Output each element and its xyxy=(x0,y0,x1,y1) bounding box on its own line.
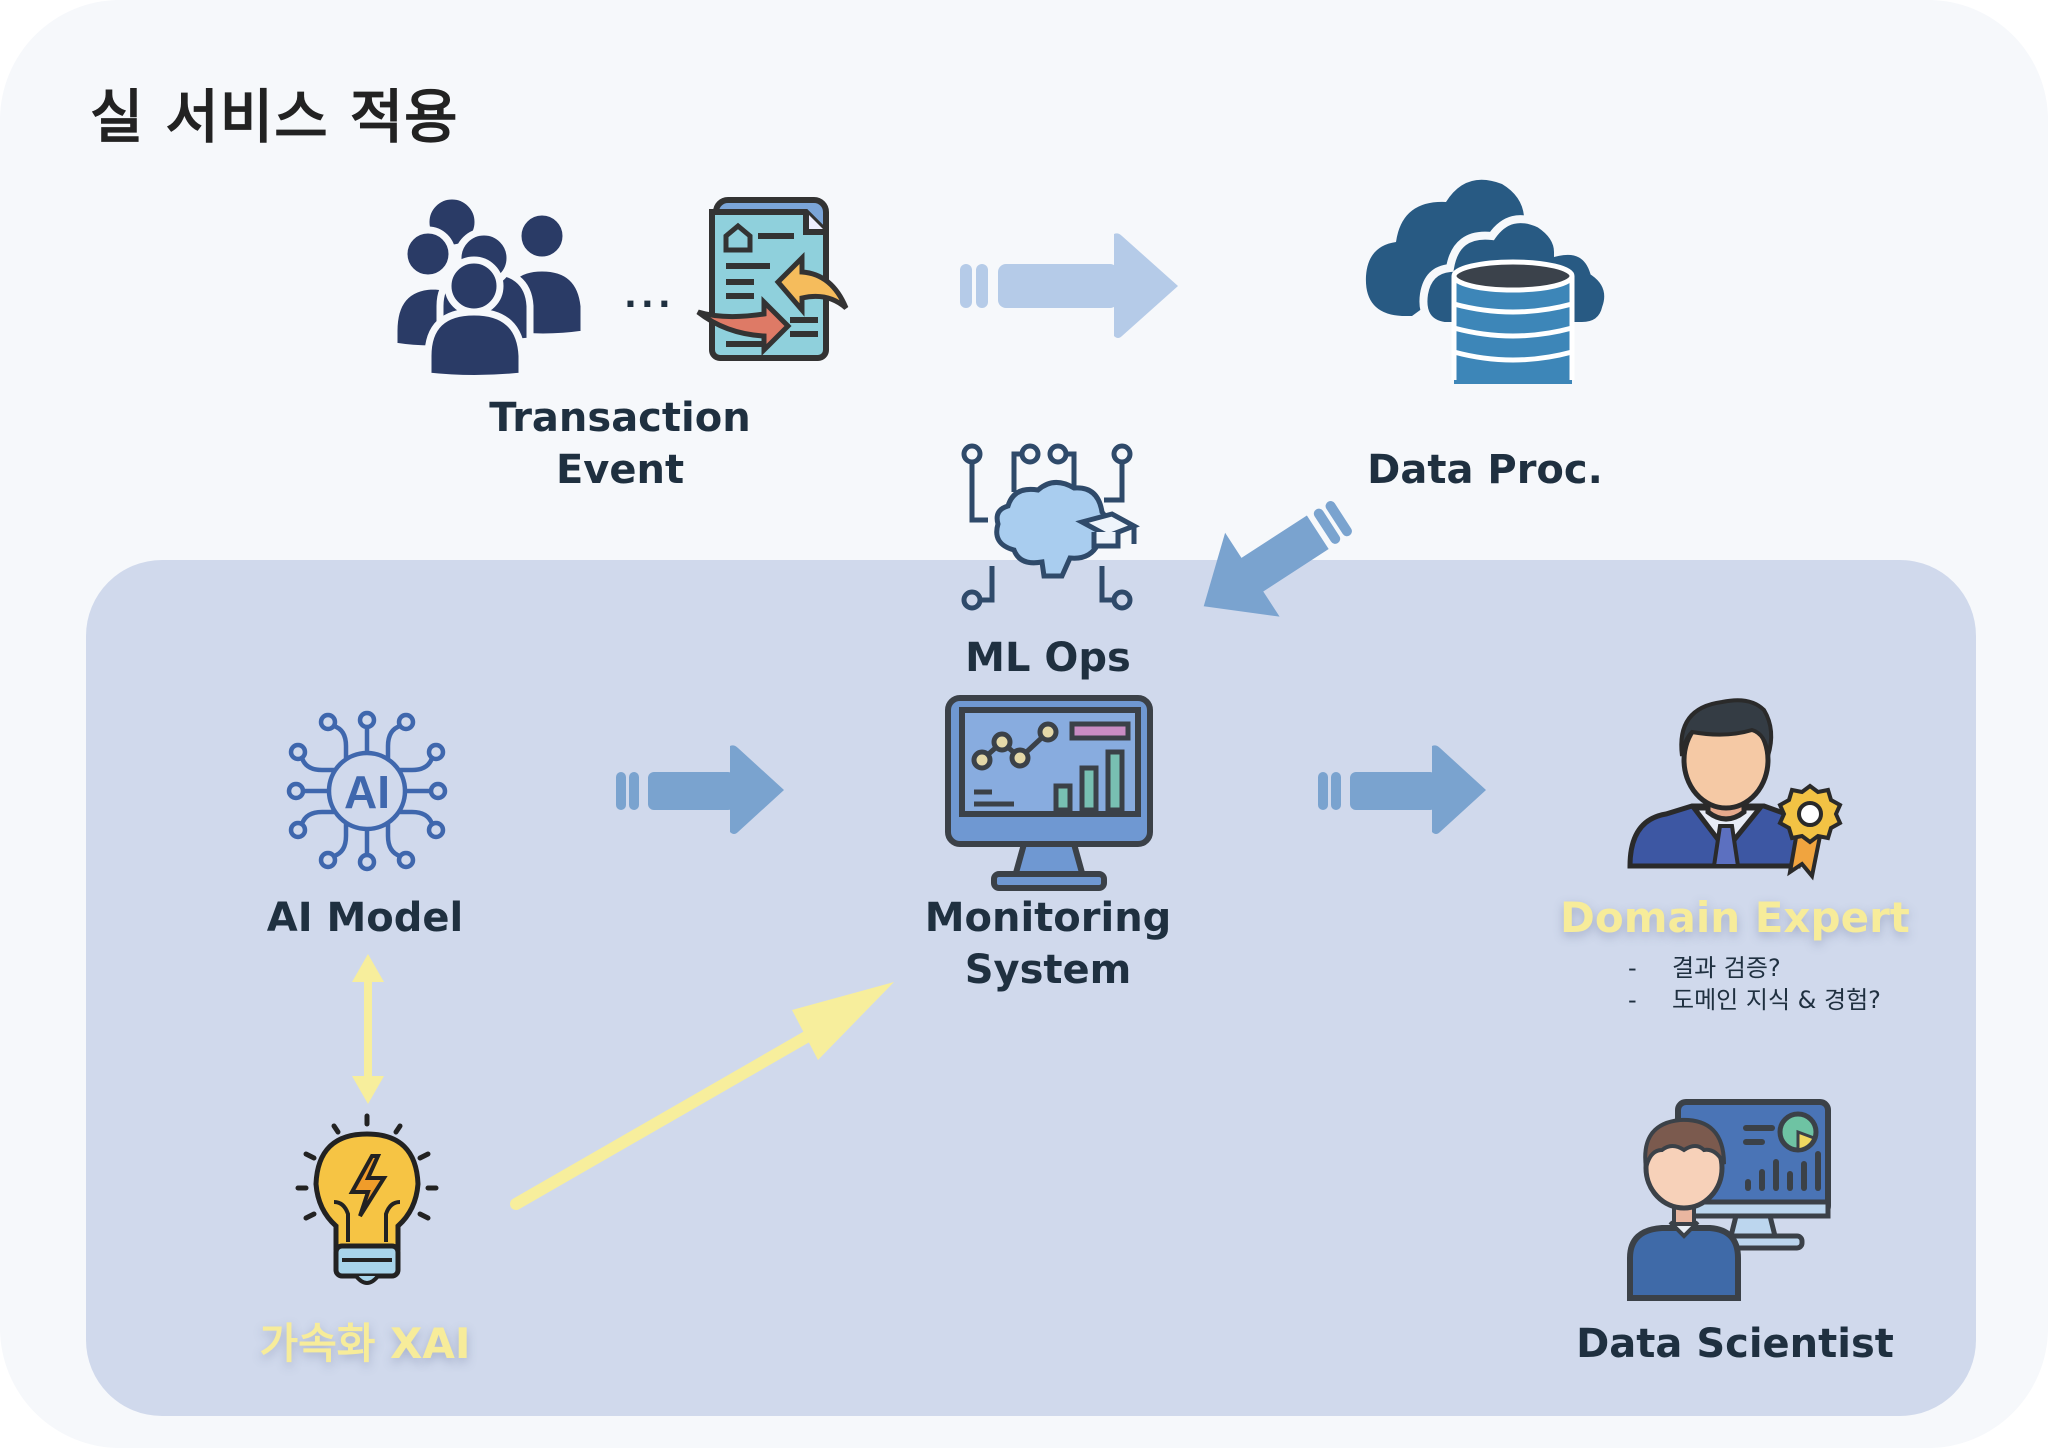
page-title: 실 서비스 적용 xyxy=(90,83,459,151)
users-group-icon xyxy=(390,192,588,382)
arrow-dataproc-to-mlops xyxy=(1203,501,1352,617)
note-item: -도메인 지식 & 경험? xyxy=(1628,986,1881,1014)
arrow-monitoring-to-expert xyxy=(1318,745,1486,834)
ai-model-label: AI Model xyxy=(266,895,464,941)
ai-chip-icon: AI xyxy=(286,710,448,872)
data-proc-label: Data Proc. xyxy=(1367,447,1603,493)
ml-ops-label: ML Ops xyxy=(965,635,1131,681)
domain-expert-notes: -결과 검증? -도메인 지식 & 경험? xyxy=(1628,952,1881,1016)
transaction-event-label: Transaction Event xyxy=(489,395,751,493)
arrow-transaction-to-dataproc xyxy=(960,233,1178,338)
lightbulb-bolt-icon xyxy=(295,1113,439,1285)
data-scientist-icon xyxy=(1627,1099,1831,1301)
expert-badge-icon xyxy=(1627,698,1843,881)
domain-expert-label: Domain Expert xyxy=(1560,893,1910,942)
cloud-database-icon xyxy=(1365,179,1613,384)
ai-chip-text: AI xyxy=(344,766,390,818)
arrow-aimodel-to-monitoring xyxy=(616,745,784,834)
note-item: -결과 검증? xyxy=(1628,954,1781,982)
arrow-aimodel-xai-bidirectional xyxy=(352,954,384,1104)
brain-circuit-graduation-icon xyxy=(961,443,1140,611)
monitoring-system-label: Monitoring System xyxy=(924,895,1172,993)
monitor-dashboard-icon xyxy=(945,695,1153,891)
arrow-xai-to-monitoring xyxy=(510,982,894,1210)
data-scientist-label: Data Scientist xyxy=(1576,1321,1894,1367)
ellipsis: ... xyxy=(624,276,675,316)
transaction-document-icon xyxy=(696,197,849,361)
xai-label: 가속화 XAI xyxy=(259,1319,471,1368)
